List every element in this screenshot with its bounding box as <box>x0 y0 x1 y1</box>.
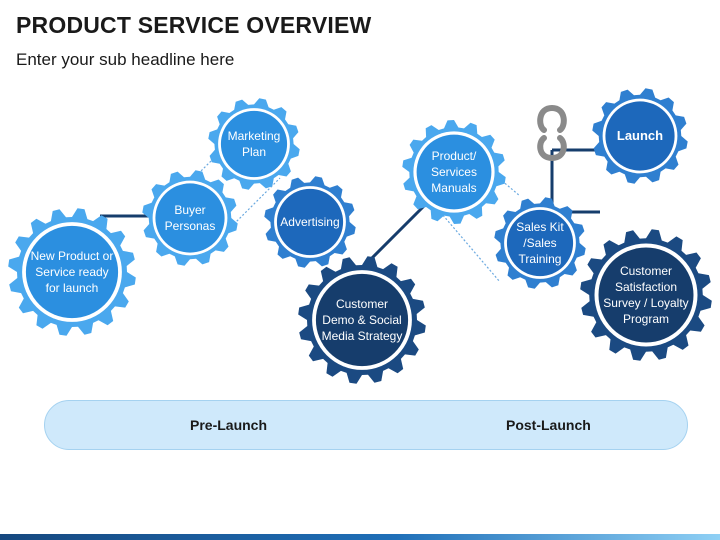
footer-strip <box>0 534 720 540</box>
page-subtitle: Enter your sub headline here <box>16 50 235 69</box>
dotted-connector <box>199 177 281 259</box>
gear-marketing-plan <box>208 98 300 190</box>
gear-hub <box>25 225 119 319</box>
gear-hub <box>598 247 694 343</box>
gear-label-new-product: New Product or Service ready for launch <box>30 248 114 295</box>
gear-sales-kit <box>494 197 586 289</box>
gear-label-launch: Launch <box>616 127 664 143</box>
gear-hub <box>220 110 288 178</box>
page-title: PRODUCT SERVICE OVERVIEW <box>16 12 372 38</box>
gear-buyer-personas <box>142 170 238 266</box>
post-launch-label: Post-Launch <box>506 417 591 433</box>
gear-customer-demo <box>298 256 426 384</box>
gear-launch <box>592 88 688 184</box>
gear-hub <box>315 273 409 367</box>
gear-hub <box>506 209 574 277</box>
gear-label-sales-kit: Sales Kit /Sales Training <box>516 219 564 266</box>
gear-new-product <box>8 208 136 336</box>
gear-label-marketing-plan: Marketing Plan <box>227 128 281 159</box>
gear-hub <box>416 134 492 210</box>
gear-label-customer-satisfaction: Customer Satisfaction Survey / Loyalty P… <box>603 263 689 326</box>
gear-product-manuals <box>402 120 506 224</box>
connector-line <box>360 198 432 270</box>
gear-customer-satisfaction <box>580 229 712 361</box>
link-icon <box>537 105 567 161</box>
gear-hub <box>605 101 675 171</box>
gear-label-customer-demo: Customer Demo & Social Media Strategy <box>321 296 403 343</box>
gear-layer <box>8 88 712 384</box>
gear-label-product-manuals: Product/ Services Manuals <box>430 148 477 195</box>
gear-label-buyer-personas: Buyer Personas <box>164 202 216 233</box>
pre-launch-label: Pre-Launch <box>190 417 268 433</box>
gear-hub <box>276 188 344 256</box>
phase-bar: Pre-Launch Post-Launch <box>44 400 688 450</box>
gear-advertising <box>264 176 356 268</box>
gear-label-advertising: Advertising <box>280 214 340 229</box>
gear-hub <box>155 183 225 253</box>
